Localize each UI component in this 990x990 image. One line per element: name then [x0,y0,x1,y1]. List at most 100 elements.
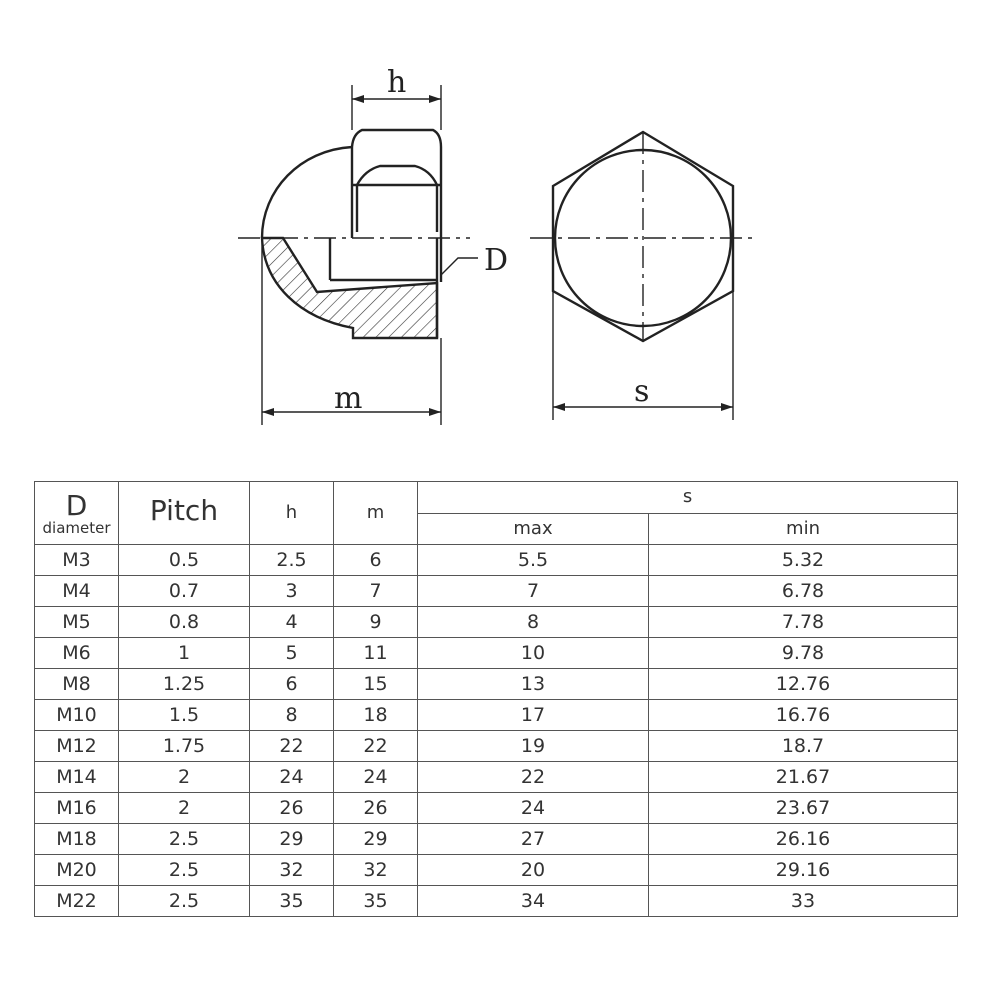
cell-min: 33 [647,885,959,917]
cell-max: 20 [417,854,649,886]
cell-pitch: 1.75 [118,730,250,762]
front-view [530,130,755,420]
cell-pitch: 2.5 [118,854,250,886]
label-m: m [334,381,362,416]
cell-min: 5.32 [647,544,959,576]
cell-max: 19 [417,730,649,762]
cell-d: M6 [34,637,119,669]
cell-pitch: 0.5 [118,544,250,576]
header-h: h [249,481,334,545]
cell-max: 5.5 [417,544,649,576]
cell-d: M5 [34,606,119,638]
cell-h: 29 [249,823,334,855]
cell-max: 8 [417,606,649,638]
cell-m: 18 [333,699,418,731]
cap-nut-drawing: h m D s [238,65,755,425]
label-s: s [634,374,649,409]
header-s-min: min [647,512,959,545]
header-D: D [65,489,88,522]
cell-m: 32 [333,854,418,886]
cell-pitch: 2 [118,792,250,824]
cell-max: 13 [417,668,649,700]
cell-m: 26 [333,792,418,824]
cell-h: 26 [249,792,334,824]
cell-h: 32 [249,854,334,886]
hatched-section [260,236,439,340]
cell-min: 29.16 [647,854,959,886]
cell-d: M8 [34,668,119,700]
cell-pitch: 2 [118,761,250,793]
cell-m: 29 [333,823,418,855]
cell-d: M22 [34,885,119,917]
cell-max: 24 [417,792,649,824]
cell-min: 21.67 [647,761,959,793]
cell-h: 24 [249,761,334,793]
cell-max: 34 [417,885,649,917]
cell-min: 9.78 [647,637,959,669]
label-D: D [484,243,508,278]
header-diameter: D diameter [34,481,119,545]
cell-h: 5 [249,637,334,669]
side-view [238,85,478,425]
cell-d: M14 [34,761,119,793]
cell-m: 35 [333,885,418,917]
cell-m: 22 [333,730,418,762]
cell-h: 4 [249,606,334,638]
header-s: s [416,481,959,514]
cell-min: 7.78 [647,606,959,638]
cell-h: 35 [249,885,334,917]
cell-max: 10 [417,637,649,669]
cell-pitch: 0.7 [118,575,250,607]
cell-h: 6 [249,668,334,700]
cell-min: 6.78 [647,575,959,607]
cell-h: 3 [249,575,334,607]
cell-pitch: 0.8 [118,606,250,638]
cell-max: 17 [417,699,649,731]
cell-m: 15 [333,668,418,700]
cell-m: 7 [333,575,418,607]
cell-d: M20 [34,854,119,886]
cell-d: M10 [34,699,119,731]
cell-pitch: 1.5 [118,699,250,731]
dome-outline [260,145,353,239]
cell-max: 7 [417,575,649,607]
hex-body [350,147,443,238]
cell-min: 23.67 [647,792,959,824]
cell-d: M16 [34,792,119,824]
cell-min: 16.76 [647,699,959,731]
cell-m: 6 [333,544,418,576]
cell-h: 2.5 [249,544,334,576]
cell-d: M12 [34,730,119,762]
cell-pitch: 1 [118,637,250,669]
cell-pitch: 2.5 [118,885,250,917]
label-h: h [387,65,406,100]
cell-pitch: 1.25 [118,668,250,700]
cell-pitch: 2.5 [118,823,250,855]
cell-min: 12.76 [647,668,959,700]
cell-max: 27 [417,823,649,855]
cell-h: 22 [249,730,334,762]
cell-m: 11 [333,637,418,669]
header-pitch: Pitch [118,481,250,545]
cell-d: M4 [34,575,119,607]
header-diameter-sub: diameter [42,519,111,537]
cell-h: 8 [249,699,334,731]
header-s-max: max [417,512,649,545]
cell-max: 22 [417,761,649,793]
cell-m: 9 [333,606,418,638]
cell-m: 24 [333,761,418,793]
cell-min: 18.7 [647,730,959,762]
header-m: m [333,481,418,545]
